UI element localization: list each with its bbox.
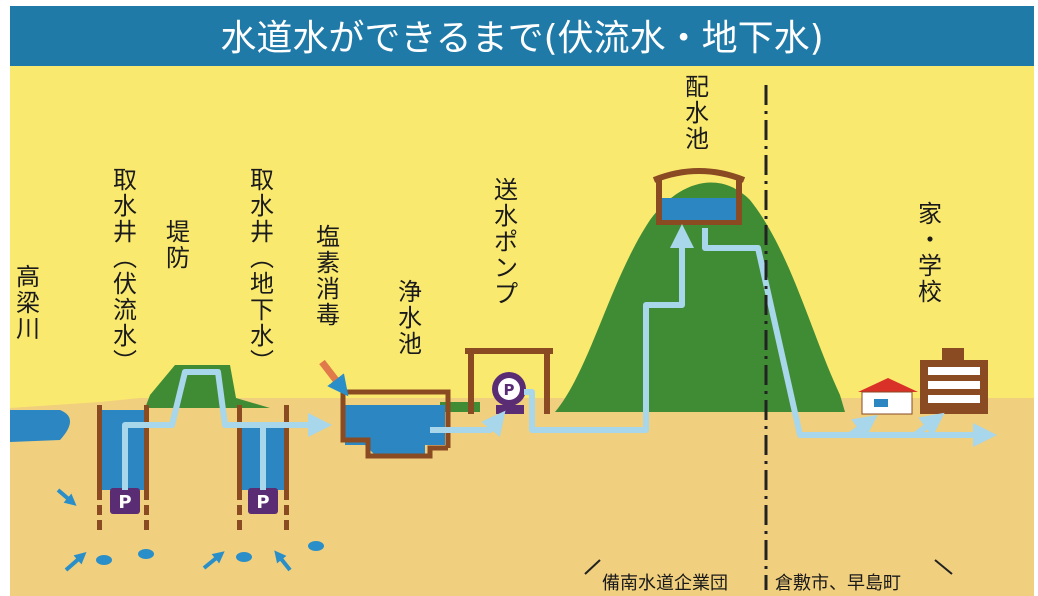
school-building <box>920 348 988 414</box>
label-pump: 送水ポンプ <box>494 176 518 308</box>
chlorine-arrow <box>319 359 349 397</box>
title-bar <box>10 6 1034 66</box>
footer-left-label: 備南水道企業団 <box>602 573 728 594</box>
label-clear-well: 浄水池 <box>398 278 422 358</box>
bracket-left-end <box>584 559 601 575</box>
svg-text:P: P <box>504 381 515 399</box>
label-reservoir: 配水池 <box>685 73 709 153</box>
well-pump-2 <box>248 488 278 514</box>
water-flow-pipe <box>122 224 997 490</box>
label-homes: 家・学校 <box>918 200 942 306</box>
sky-area <box>10 66 1034 416</box>
label-levee: 堤防 <box>166 218 190 272</box>
label-well-chika: 取水井︵地下水︶ <box>250 166 274 376</box>
house <box>858 378 918 415</box>
well-pump-1 <box>110 488 140 514</box>
hill <box>555 182 845 412</box>
diagram-title: 水道水ができるまで(伏流水・地下水) <box>220 18 823 59</box>
label-well-fukuryu: 取水井︵伏流水︶ <box>113 166 137 376</box>
pump-house: P <box>465 348 553 414</box>
label-river: 高梁川 <box>16 263 40 343</box>
reservoir <box>652 168 746 225</box>
footer-right-label: 倉敷市、早島町 <box>775 573 901 594</box>
river-water <box>10 410 70 442</box>
bracket-right-end <box>934 559 953 575</box>
svg-text:P: P <box>256 492 269 513</box>
label-chlorine: 塩素消毒 <box>316 223 340 329</box>
green-strip <box>440 402 480 412</box>
svg-text:P: P <box>118 492 131 513</box>
groundwater-arrows <box>56 488 324 572</box>
